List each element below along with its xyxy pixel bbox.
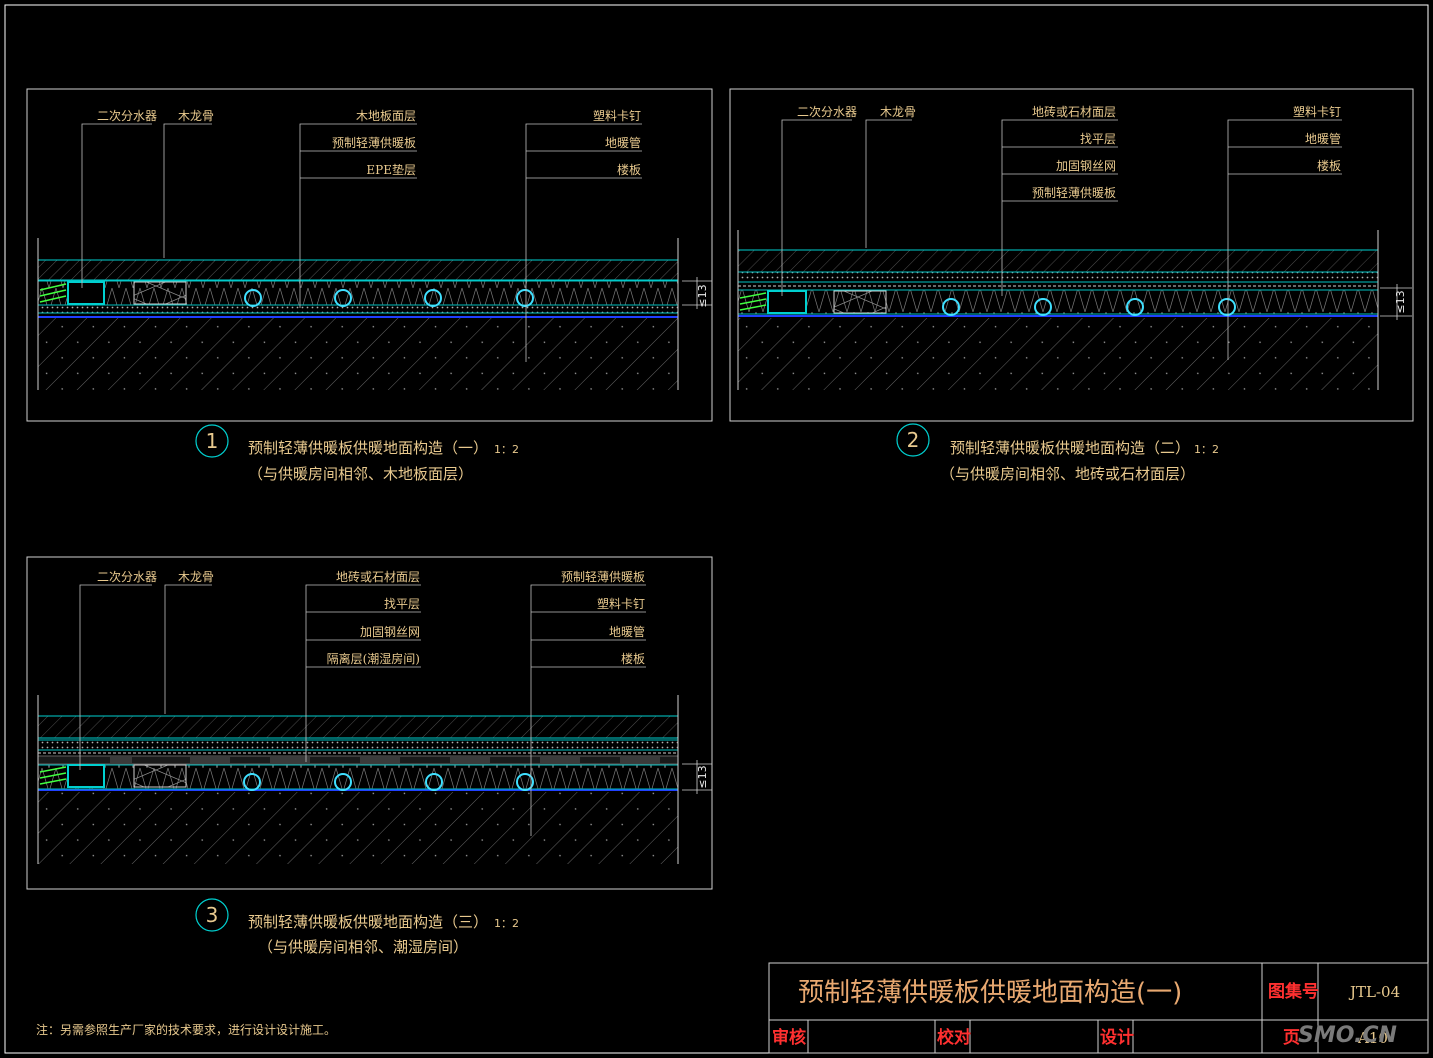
pipe-group-2 [942, 298, 1236, 316]
detail-3-label-mid-0: 地砖或石材面层 [336, 569, 420, 584]
detail-2-label-mid-2: 加固钢丝网 [1056, 159, 1116, 173]
detail-3-caption-line2: （与供暖房间相邻、潮湿房间） [258, 938, 468, 956]
detail-3-label-right-3: 楼板 [621, 651, 645, 666]
detail-2-caption-line2: （与供暖房间相邻、地砖或石材面层） [940, 465, 1195, 483]
detail-2-label-mid-3: 预制轻薄供暖板 [1032, 185, 1116, 200]
detail-1-label-mid-2: EPE垫层 [366, 162, 416, 177]
pipe-group-1 [244, 289, 534, 307]
title-block-page-label: 页 [1283, 1028, 1300, 1048]
detail-1-label-mid-0: 木地板面层 [356, 109, 416, 123]
detail-2: ≤13 二次分水器 木龙骨 地砖或石材面层 找平层 加固钢丝网 预制轻薄供暖板 … [729, 88, 1414, 483]
pipe-group-3 [243, 773, 534, 791]
detail-3-label-manifold: 二次分水器 [97, 570, 157, 584]
detail-3-number: 3 [206, 903, 219, 927]
detail-1-bubble [195, 424, 229, 458]
detail-3-label-joist: 木龙骨 [178, 570, 214, 584]
detail-3-bubble [195, 898, 229, 932]
detail-3-label-right-0: 预制轻薄供暖板 [561, 569, 645, 584]
detail-3-label-mid-2: 加固钢丝网 [360, 625, 420, 639]
watermark: SMO.CN [1298, 1023, 1397, 1048]
detail-1-dim: ≤13 [696, 284, 709, 307]
detail-2-label-right-1: 地暖管 [1305, 131, 1341, 146]
detail-2-label-right-2: 楼板 [1317, 158, 1341, 173]
detail-1-label-manifold: 二次分水器 [97, 109, 157, 123]
detail-1-label-joist: 木龙骨 [178, 109, 214, 123]
detail-2-bubble [896, 423, 930, 457]
detail-3-label-mid-1: 找平层 [384, 597, 420, 611]
detail-1-caption-line1: 预制轻薄供暖板供暖地面构造（一） [248, 439, 488, 457]
detail-2-label-mid-0: 地砖或石材面层 [1032, 104, 1116, 119]
title-block-check: 校对 [937, 1027, 971, 1048]
detail-3-scale: 1：2 [494, 917, 519, 930]
title-block-atlas-label: 图集号 [1268, 981, 1319, 1002]
title-block-review: 审核 [772, 1027, 806, 1048]
detail-3-caption-line1: 预制轻薄供暖板供暖地面构造（三） [248, 913, 488, 931]
detail-3-label-right-2: 地暖管 [609, 624, 645, 639]
detail-1-number: 1 [206, 429, 219, 453]
title-block-design: 设计 [1100, 1027, 1134, 1048]
sheet-frame [4, 4, 1429, 1054]
detail-1-label-right-0: 塑料卡钉 [593, 108, 641, 123]
detail-2-label-joist: 木龙骨 [880, 105, 916, 119]
detail-3-dim: ≤13 [696, 765, 709, 788]
detail-2-number: 2 [907, 428, 920, 452]
title-block-atlas-value: JTL-04 [1348, 983, 1400, 1001]
detail-3-frame [26, 556, 713, 890]
detail-1-caption-line2: （与供暖房间相邻、木地板面层） [248, 465, 473, 483]
detail-2-dim: ≤13 [1394, 290, 1407, 313]
title-block [768, 962, 1429, 1054]
detail-1-label-mid-1: 预制轻薄供暖板 [332, 135, 416, 150]
detail-2-frame [729, 88, 1414, 422]
detail-3-label-mid-3: 隔离层(潮湿房间) [327, 651, 420, 666]
detail-1-scale: 1：2 [494, 443, 519, 456]
detail-2-caption-line1: 预制轻薄供暖板供暖地面构造（二） [950, 439, 1190, 457]
detail-2-label-manifold: 二次分水器 [797, 105, 857, 119]
footnote: 注：另需参照生产厂家的技术要求，进行设计设计施工。 [36, 1022, 336, 1037]
detail-1-frame [26, 88, 713, 422]
detail-1: ≤13 二次分水器 木龙骨 木地板面层 预制轻薄供暖板 EPE垫层 塑料卡钉 地… [26, 88, 713, 483]
title-block-page-value: A10 [1357, 1029, 1388, 1047]
detail-1-label-right-1: 地暖管 [605, 135, 641, 150]
title-block-title: 预制轻薄供暖板供暖地面构造(一) [798, 978, 1182, 1008]
detail-3-label-right-1: 塑料卡钉 [597, 596, 645, 611]
detail-2-label-right-0: 塑料卡钉 [1293, 104, 1341, 119]
detail-2-label-mid-1: 找平层 [1080, 132, 1116, 146]
detail-1-label-right-2: 楼板 [617, 162, 641, 177]
detail-2-scale: 1：2 [1194, 443, 1219, 456]
detail-3: ≤13 二次分水器 木龙骨 地砖或石材面层 找平层 加固钢丝网 隔离层(潮湿房间… [26, 556, 713, 956]
